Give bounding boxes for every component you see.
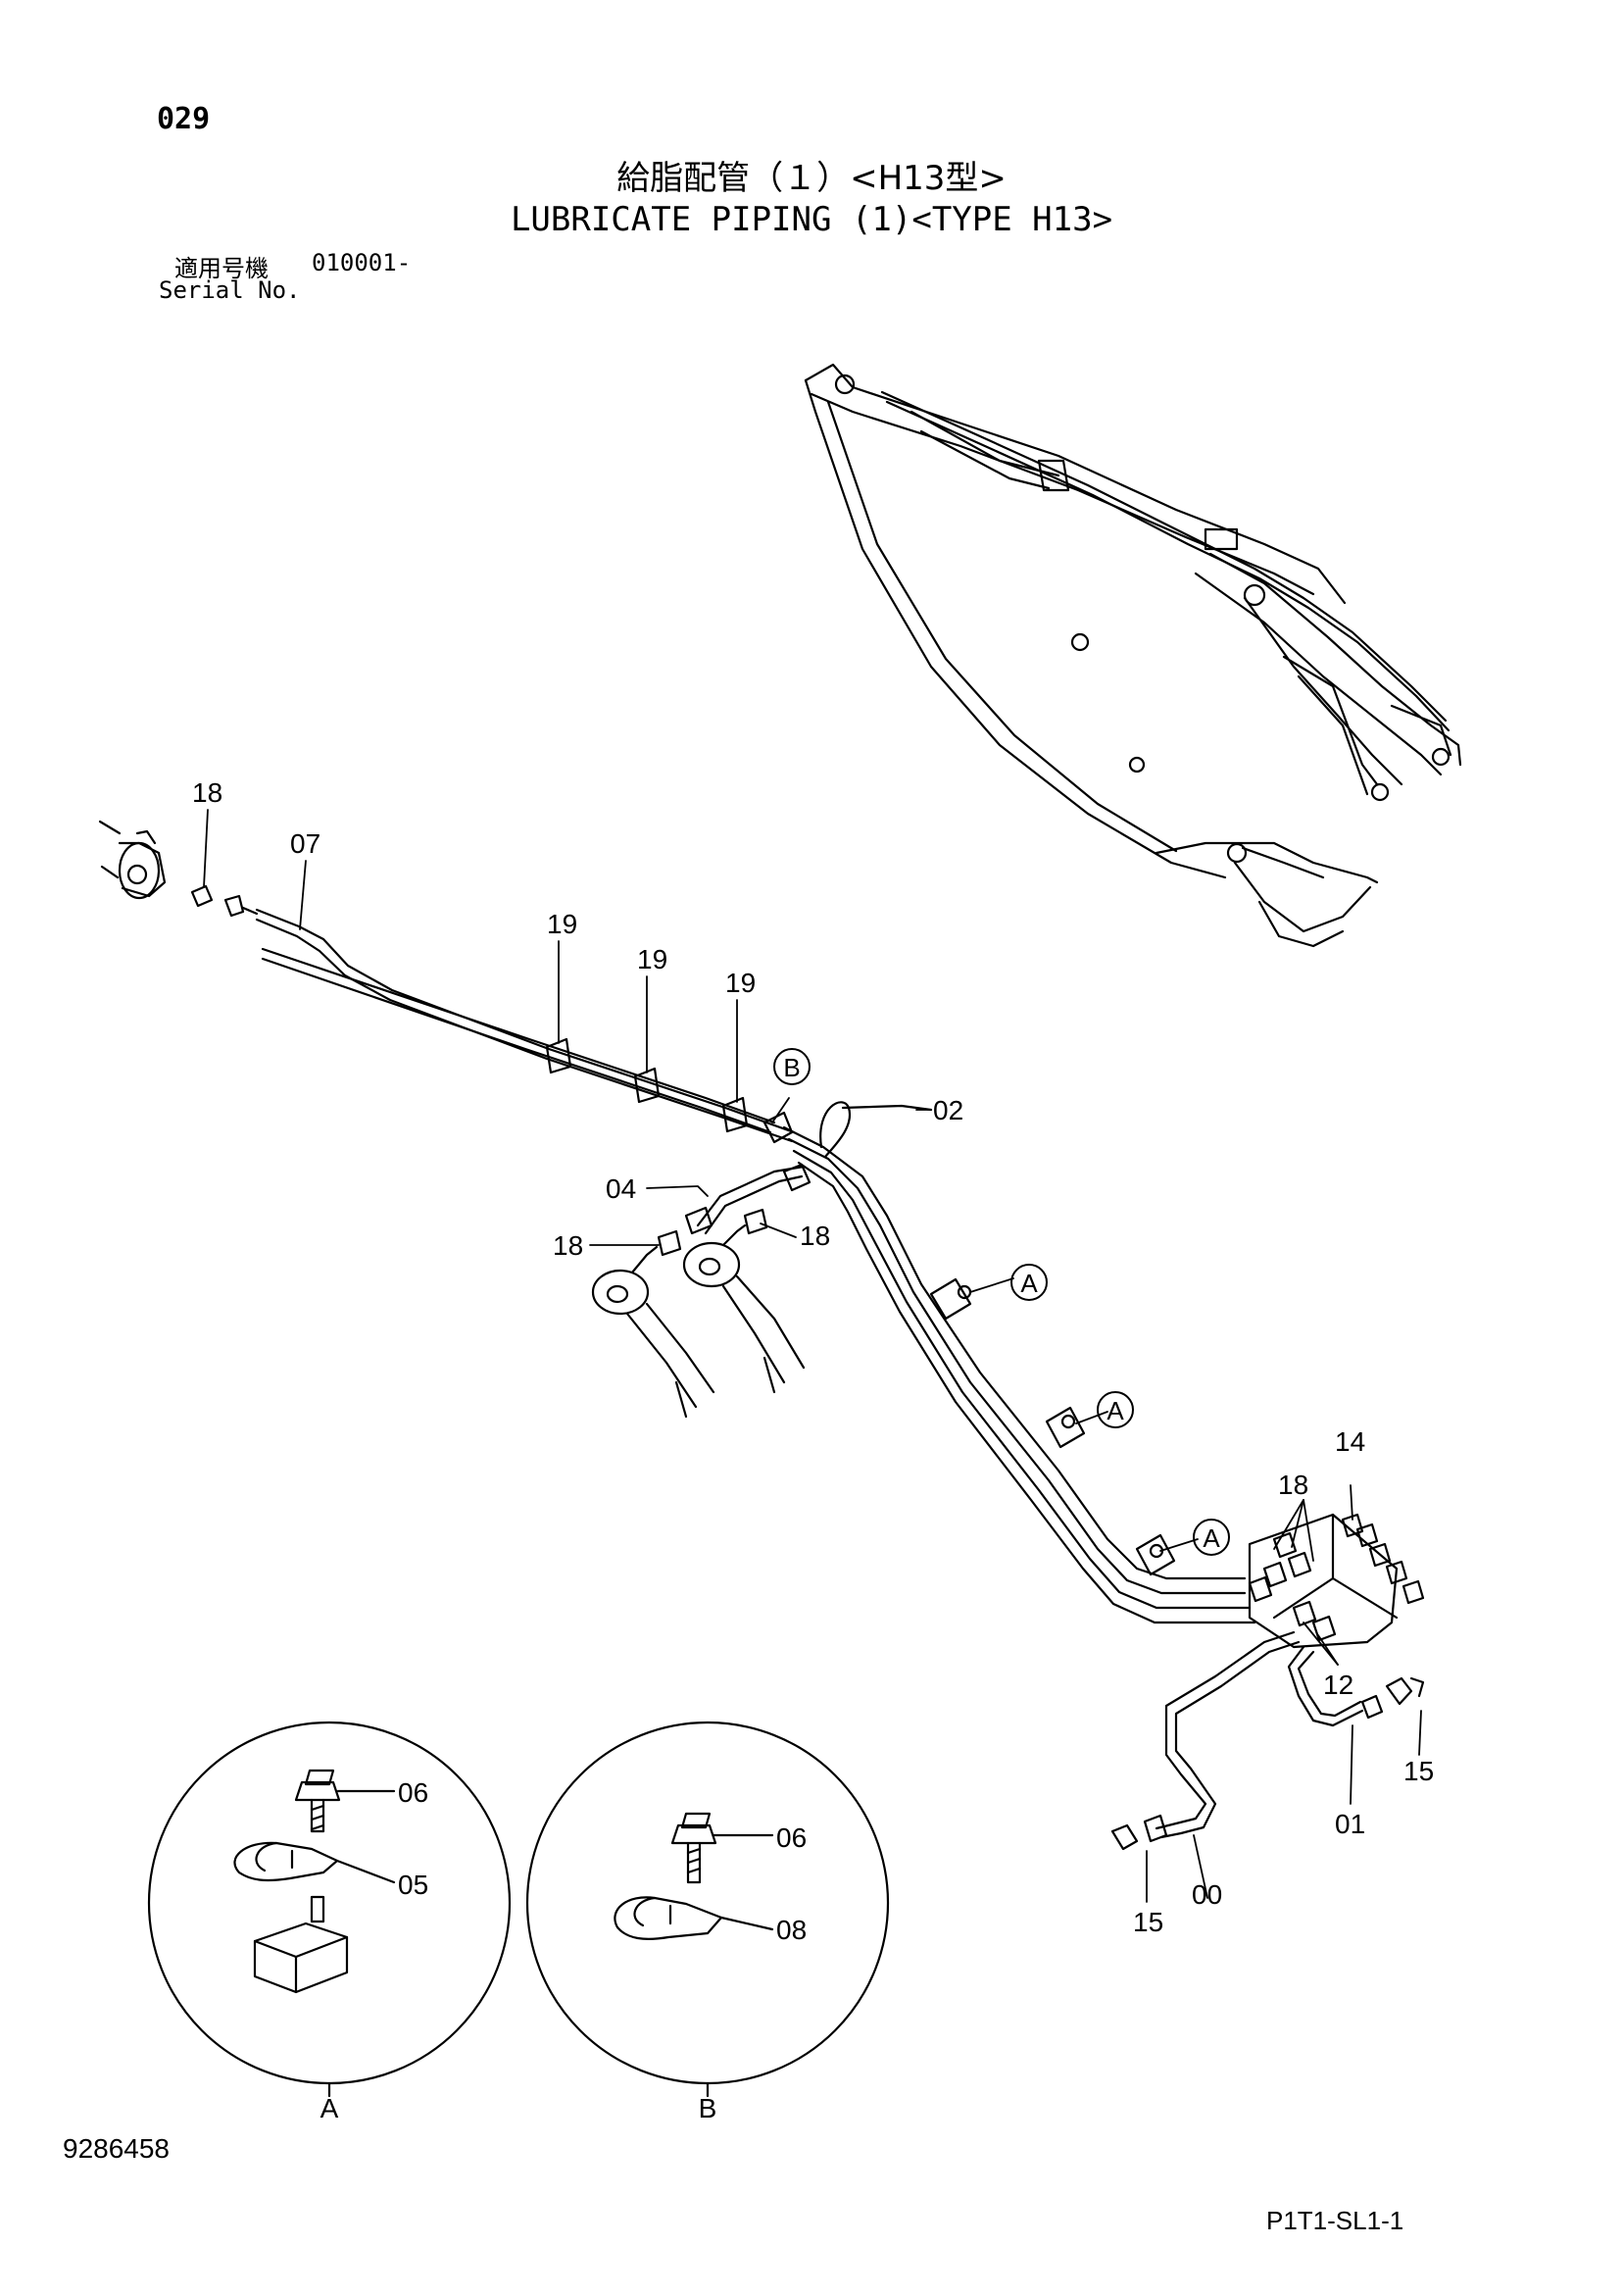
serial-label-english: Serial No. bbox=[159, 276, 301, 304]
callout-18-left-eye: 18 bbox=[553, 1230, 583, 1261]
callout-15-left: 15 bbox=[1133, 1907, 1163, 1937]
marker-a1-circle bbox=[1010, 1264, 1048, 1301]
boom-foot-boss bbox=[98, 820, 167, 900]
callout-leaders bbox=[203, 809, 1422, 1903]
callout-04: 04 bbox=[606, 1173, 636, 1204]
serial-range: 010001- bbox=[312, 249, 412, 276]
callout-15-right: 15 bbox=[1403, 1756, 1434, 1786]
callout-08: 08 bbox=[776, 1915, 807, 1945]
detail-b-label: B bbox=[699, 2093, 717, 2123]
detail-view-a bbox=[147, 1721, 512, 2098]
marker-b: B bbox=[783, 1053, 800, 1082]
callout-07: 07 bbox=[290, 828, 320, 859]
callout-00: 00 bbox=[1192, 1879, 1222, 1910]
callout-06-detail-a: 06 bbox=[398, 1777, 428, 1808]
callout-02: 02 bbox=[933, 1095, 963, 1125]
boom-lube-lines bbox=[190, 884, 1256, 1624]
callout-05: 05 bbox=[398, 1870, 428, 1900]
title-english: LUBRICATE PIPING (1)<TYPE H13> bbox=[510, 200, 1113, 239]
callout-14: 14 bbox=[1335, 1426, 1365, 1457]
grease-distribution-block bbox=[1110, 1513, 1425, 1851]
marker-b-circle bbox=[773, 1048, 811, 1085]
arm-cylinder-connection bbox=[591, 1163, 812, 1419]
callout-18-boom-foot: 18 bbox=[192, 777, 222, 808]
callout-19-first: 19 bbox=[547, 909, 577, 939]
marker-a-1: A bbox=[1020, 1269, 1038, 1298]
page-code: P1T1-SL1-1 bbox=[1266, 2206, 1404, 2235]
callout-19-third: 19 bbox=[725, 968, 756, 998]
detail-view-b bbox=[525, 1721, 890, 2098]
title-japanese: 給脂配管（１）<H13型> bbox=[616, 159, 1007, 198]
callout-06-detail-b: 06 bbox=[776, 1822, 807, 1853]
document-number: 9286458 bbox=[63, 2133, 171, 2164]
callout-12: 12 bbox=[1323, 1670, 1353, 1700]
marker-a-3: A bbox=[1203, 1523, 1220, 1553]
marker-a-2: A bbox=[1107, 1396, 1124, 1425]
callout-19-second: 19 bbox=[637, 944, 667, 974]
callout-01: 01 bbox=[1335, 1809, 1365, 1839]
callout-18-right-eye: 18 bbox=[800, 1221, 830, 1251]
marker-a2-circle bbox=[1097, 1391, 1134, 1428]
callout-18-block: 18 bbox=[1278, 1470, 1308, 1500]
front-attachment-overview bbox=[804, 363, 1462, 948]
marker-a3-circle bbox=[1193, 1519, 1230, 1556]
page-number: 029 bbox=[157, 102, 211, 136]
detail-markers bbox=[773, 1048, 1230, 1556]
serial-label-japanese: 適用号機 bbox=[174, 255, 269, 282]
detail-a-label: A bbox=[320, 2093, 339, 2123]
